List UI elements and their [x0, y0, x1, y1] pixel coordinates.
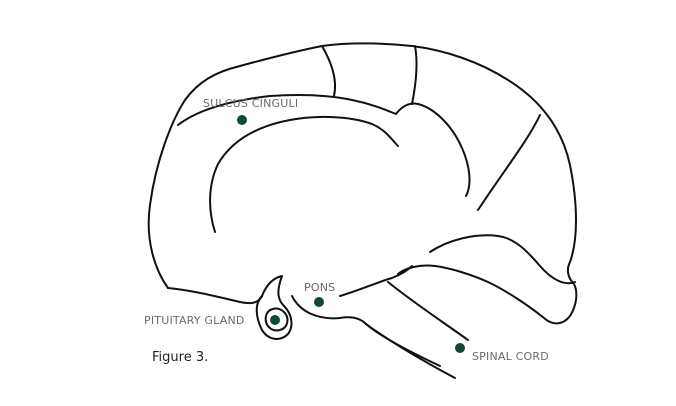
cerebrum-outer-outline: [147, 42, 578, 325]
spinal-cord-label: SPINAL CORD: [472, 350, 549, 363]
sulcus-cinguli-contour: [177, 94, 471, 197]
corpus-callosum-outline: [209, 115, 399, 233]
pons-marker: [314, 297, 324, 307]
calcarine-sulcus: [429, 234, 576, 285]
spinal-cord-front: [387, 281, 469, 341]
spinal-cord-back: [365, 323, 456, 379]
pituitary-gland-label: PITUITARY GLAND: [144, 314, 245, 327]
central-sulcus: [321, 45, 336, 97]
cerebrum-lower-outline: [167, 275, 283, 305]
pons-outline: [291, 295, 441, 367]
brainstem-upper-outline: [339, 265, 413, 297]
pituitary-gland-marker: [270, 315, 280, 325]
parietal-sulcus: [411, 45, 418, 105]
parieto-occipital-sulcus: [477, 114, 541, 211]
figure-caption: Figure 3.: [152, 350, 208, 365]
sulcus-cinguli-label: SULCUS CINGULI: [203, 97, 298, 110]
pituitary-gland-outline: [264, 307, 289, 332]
sulcus-cinguli-marker: [237, 115, 247, 125]
pons-label: PONS: [304, 281, 335, 294]
spinal-cord-marker: [455, 343, 465, 353]
pituitary-stalk: [255, 275, 293, 340]
